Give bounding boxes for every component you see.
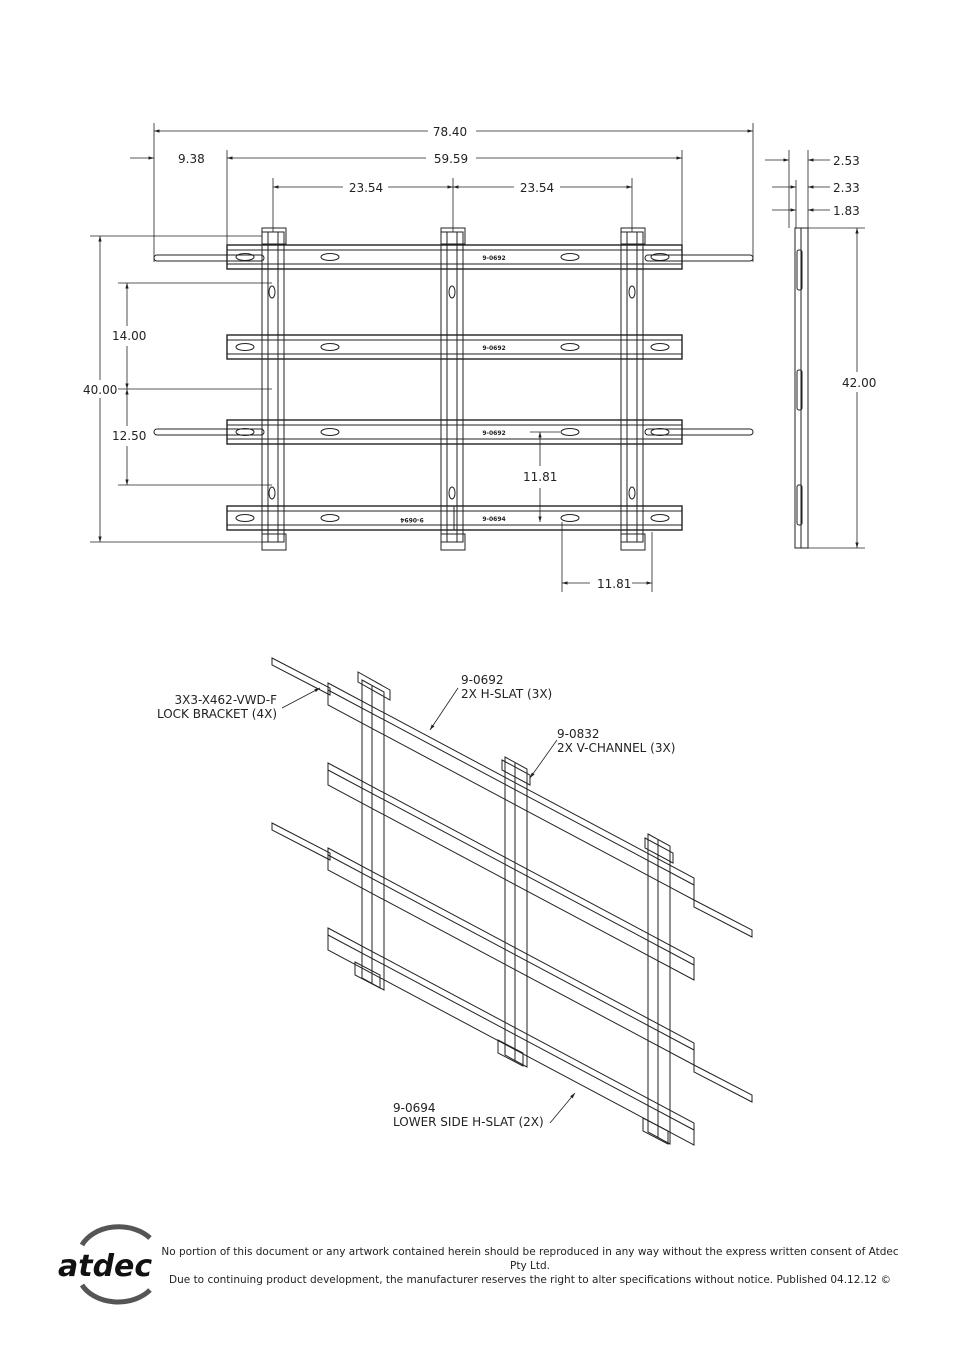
dim-height: 42.00 — [842, 376, 876, 390]
iso-slats — [327, 682, 695, 1146]
slat-mark-4: 9-0694 — [482, 516, 505, 523]
dim-total-height: 40.00 — [83, 383, 117, 397]
h-dim-lines — [130, 123, 754, 262]
dim-side-offset: 9.38 — [178, 152, 205, 166]
callout-lock-desc: LOCK BRACKET (4X) — [157, 707, 277, 721]
callout-lower-desc: LOWER SIDE H-SLAT (2X) — [393, 1115, 544, 1129]
callout-h-slat-part: 9-0692 — [461, 673, 504, 687]
slat-mark-1: 9-0692 — [482, 255, 505, 262]
footer-line-2: Due to continuing product development, t… — [169, 1274, 891, 1286]
slat-mark-mirrored: 9-0694 — [400, 516, 423, 523]
v-channels — [261, 231, 644, 543]
callout-h-slat-desc: 2X H-SLAT (3X) — [461, 687, 552, 701]
iso-leaders — [281, 687, 576, 1124]
slat-mark-2: 9-0692 — [482, 345, 505, 352]
callout-lock-part: 3X3-X462-VWD-F — [174, 693, 277, 707]
dim-channel-offset: 11.81 — [597, 577, 631, 591]
dim-upper-spacing: 14.00 — [112, 329, 146, 343]
dim-lower-spacing: 12.50 — [112, 429, 146, 443]
brand-name: atdec — [58, 1249, 152, 1284]
callout-lower-part: 9-0694 — [393, 1101, 436, 1115]
lock-bars — [153, 254, 754, 436]
atdec-logo: atdec — [58, 1224, 152, 1305]
dim-overall-width: 78.40 — [433, 125, 467, 139]
footer-disclaimer: No portion of this document or any artwo… — [160, 1245, 900, 1287]
side-view — [765, 150, 865, 549]
dim-depth-c: 1.83 — [833, 204, 860, 218]
iso-channels — [354, 671, 674, 1145]
iso-view — [271, 657, 753, 1146]
iso-lock-bars — [271, 657, 753, 1103]
front-view — [90, 123, 754, 592]
h-slats — [226, 244, 683, 531]
v-dim-lines — [90, 235, 653, 592]
footer-line-1: No portion of this document or any artwo… — [161, 1246, 899, 1272]
dim-frame-width: 59.59 — [434, 152, 468, 166]
slat-mark-3: 9-0692 — [482, 430, 505, 437]
callout-v-channel-part: 9-0832 — [557, 727, 600, 741]
dim-slat-offset: 11.81 — [523, 470, 557, 484]
dim-right-spacing: 23.54 — [520, 181, 554, 195]
top-brackets — [261, 227, 646, 551]
callout-v-channel-desc: 2X V-CHANNEL (3X) — [557, 741, 675, 755]
dim-depth-a: 2.53 — [833, 154, 860, 168]
dim-depth-b: 2.33 — [833, 181, 860, 195]
dim-left-spacing: 23.54 — [349, 181, 383, 195]
